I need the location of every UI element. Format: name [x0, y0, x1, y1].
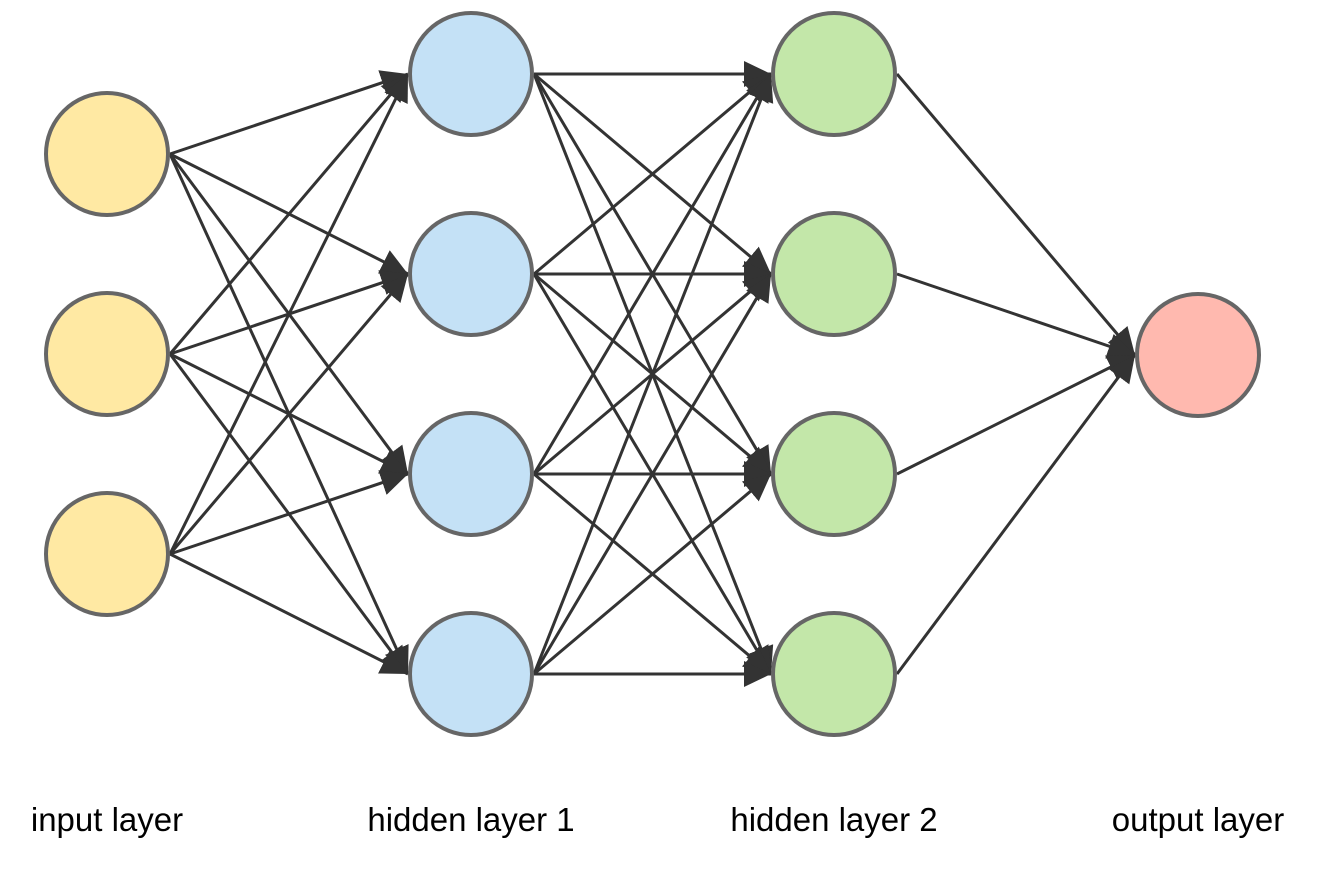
layer-label-hidden2: hidden layer 2	[730, 801, 938, 838]
hidden1-node-2	[408, 211, 534, 337]
hidden2-node-2	[771, 211, 897, 337]
nodes-group	[44, 11, 1261, 737]
edge-hidden2-2-to-output-1	[896, 272, 1136, 359]
layer-label-hidden1: hidden layer 1	[367, 801, 575, 838]
edge-input-1-to-hidden1-1	[169, 70, 409, 156]
hidden2-node-4	[771, 611, 897, 737]
edge-input-3-to-hidden1-3	[169, 470, 409, 556]
edge-input-3-to-hidden1-1	[168, 73, 410, 555]
edge-input-2-to-hidden1-1	[168, 73, 410, 355]
edge-input-3-to-hidden1-2	[168, 273, 410, 555]
edge-hidden2-1-to-output-1	[895, 73, 1137, 356]
edge-hidden1-4-to-hidden2-2	[532, 273, 773, 675]
hidden1-node-4	[408, 611, 534, 737]
edge-hidden1-2-to-hidden2-1	[533, 72, 772, 276]
input-node-3	[44, 491, 170, 617]
edge-hidden1-4-to-hidden2-3	[533, 472, 772, 676]
edge-hidden1-4-to-hidden2-1	[532, 73, 774, 675]
input-node-1	[44, 91, 170, 217]
edge-hidden2-4-to-output-1	[895, 354, 1137, 675]
hidden1-node-3	[408, 411, 534, 537]
output-node-1	[1135, 292, 1261, 418]
input-node-2	[44, 291, 170, 417]
layer-label-input: input layer	[30, 801, 184, 838]
edge-hidden1-3-to-hidden2-1	[532, 73, 773, 475]
hidden1-node-1	[408, 11, 534, 137]
hidden2-node-3	[771, 411, 897, 537]
hidden2-node-1	[771, 11, 897, 137]
edges-group	[168, 61, 1137, 687]
edge-input-3-to-hidden1-4	[169, 552, 409, 676]
edge-hidden2-3-to-output-1	[896, 353, 1136, 476]
layer-label-output: output layer	[1111, 801, 1285, 838]
